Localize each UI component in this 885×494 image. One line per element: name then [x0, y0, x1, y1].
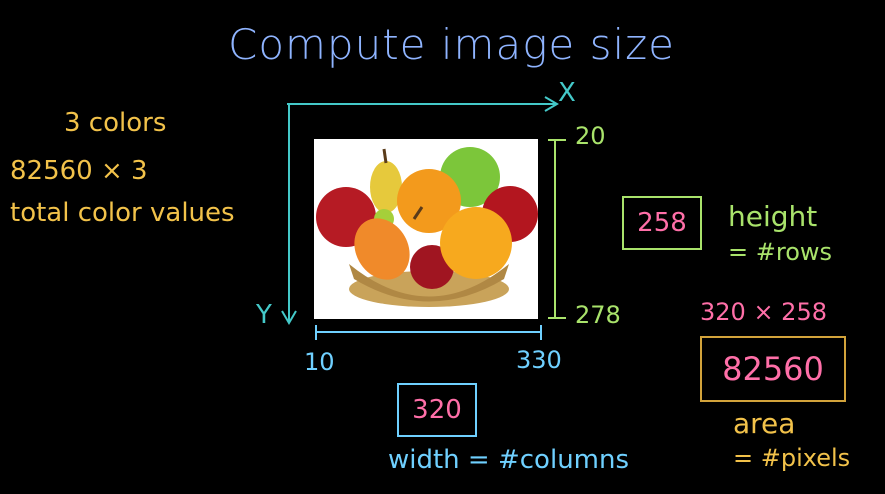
x-axis-label: X	[558, 78, 576, 108]
y-end-label: 278	[575, 301, 621, 329]
area-label: area	[733, 407, 796, 440]
page-title: Compute image size	[228, 20, 676, 69]
fruit-basket-icon	[316, 147, 538, 307]
height-value: 258	[637, 208, 687, 238]
rows-label: = #rows	[728, 238, 833, 266]
fruit-basket-photo	[314, 139, 538, 319]
area-value: 82560	[722, 350, 824, 388]
y-axis-arrow-icon	[281, 310, 297, 325]
pixels-label: = #pixels	[733, 444, 851, 472]
height-value-box: 258	[622, 196, 702, 250]
note-total-values: total color values	[10, 198, 235, 228]
x-axis-arrow-icon	[544, 96, 559, 112]
y-axis-label: Y	[256, 300, 272, 330]
note-colors: 3 colors	[64, 108, 167, 138]
width-value: 320	[412, 395, 462, 425]
x-end-label: 330	[516, 346, 562, 374]
width-value-box: 320	[397, 383, 477, 437]
height-label: height	[728, 200, 818, 233]
y-start-label: 20	[575, 122, 606, 150]
note-multiplication: 82560 × 3	[10, 156, 148, 186]
area-formula: 320 × 258	[700, 298, 827, 326]
width-label: width = #columns	[388, 445, 630, 475]
x-start-label: 10	[304, 348, 335, 376]
area-value-box: 82560	[700, 336, 846, 402]
